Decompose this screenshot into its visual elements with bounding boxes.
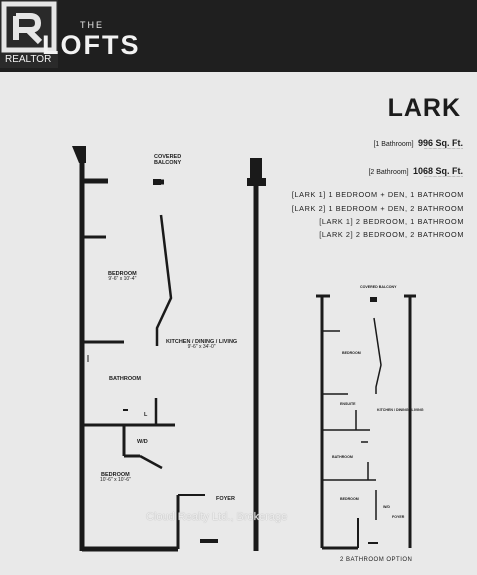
logo-the: THE — [80, 20, 104, 30]
room-dims: 10'-6" x 10'-6" — [100, 477, 131, 484]
opt-bathroom: BATHROOM — [332, 455, 353, 459]
spec-label: [1 Bathroom] — [373, 141, 414, 148]
room-foyer: FOYER — [216, 496, 235, 502]
spec-fine-print-2: ······························· — [423, 174, 463, 179]
config-line: [LARK 1] 2 BEDROOM, 1 BATHROOM — [319, 217, 464, 226]
room-dims: 9'-6" x 10'-4" — [108, 276, 137, 283]
room-bedroom-1: BEDROOM 9'-6" x 10'-4" — [108, 271, 137, 283]
opt-bedroom: BEDROOM — [342, 351, 361, 355]
spec-area: 1068 Sq. Ft. — [412, 166, 463, 176]
config-line: [LARK 1] 1 BEDROOM + DEN, 1 BATHROOM — [291, 190, 464, 199]
config-line: [LARK 2] 1 BEDROOM + DEN, 2 BATHROOM — [291, 204, 464, 213]
room-kitchen-dining-living: KITCHEN / DINING / LIVING 9'-6" x 34'-0" — [166, 339, 237, 351]
logo-lofts: LOFTS — [42, 30, 141, 60]
opt-laundry: W/D — [383, 505, 390, 509]
balcony-door-marker — [153, 179, 161, 185]
room-dims: 9'-6" x 34'-0" — [187, 344, 216, 351]
room-bathroom: BATHROOM — [109, 376, 141, 382]
model-name: LARK — [387, 94, 461, 122]
spec-1-bath: [1 Bathroom] 996 Sq. Ft. — [373, 133, 463, 151]
room-covered-balcony: COVERED BALCONY — [154, 154, 182, 167]
spec-2-bath: [2 Bathroom] 1068 Sq. Ft. — [368, 161, 463, 179]
realtor-logo-icon — [0, 0, 58, 68]
config-line: [LARK 2] 2 BEDROOM, 2 BATHROOM — [319, 230, 464, 239]
option-caption: 2 BATHROOM OPTION — [340, 557, 413, 563]
room-linen: L — [144, 412, 148, 418]
room-laundry: W/D — [137, 439, 148, 445]
spec-label: [2 Bathroom] — [368, 169, 409, 176]
opt-ensuite: ENSUITE — [340, 402, 356, 406]
option-floor-plan — [316, 294, 416, 550]
room-name: BEDROOM — [101, 472, 130, 478]
brokerage-watermark: Cloud Realty Ltd., Brokerage — [146, 511, 288, 523]
brand-header: REALTOR THE LOFTS — [0, 0, 477, 72]
spec-fine-print-1: ······························· — [423, 146, 463, 151]
room-bedroom-2: BEDROOM 10'-6" x 10'-6" — [100, 472, 131, 484]
room-name: BEDROOM — [108, 271, 137, 277]
room-name: KITCHEN / DINING / LIVING — [166, 339, 238, 345]
opt-kitchen: KITCHEN / DINING / LIVING — [377, 408, 424, 412]
opt-foyer: FOYER — [392, 515, 405, 519]
spec-area: 996 Sq. Ft. — [417, 138, 463, 148]
opt-bedroom-2: BEDROOM — [340, 497, 359, 501]
main-floor-plan — [72, 146, 266, 552]
realtor-label: REALTOR — [5, 54, 52, 65]
opt-covered-balcony: COVERED BALCONY — [360, 285, 397, 289]
